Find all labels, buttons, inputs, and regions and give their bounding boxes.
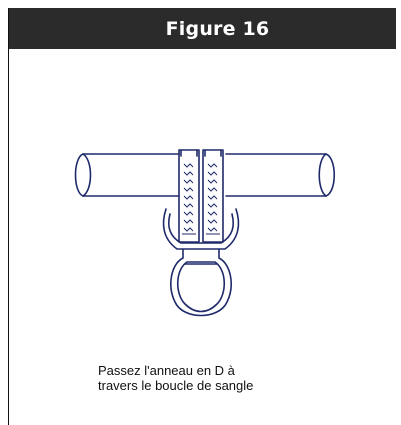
figure-title: Figure 16 <box>165 17 270 40</box>
figure-header: Figure 16 <box>9 8 396 49</box>
pipe-bar <box>74 153 336 197</box>
strap-d-ring-illustration <box>74 149 336 317</box>
figure-caption: Passez l'anneau en D à travers le boucle… <box>98 363 253 393</box>
strap-right <box>202 149 224 243</box>
d-ring <box>170 249 232 317</box>
buckle-body <box>162 208 240 250</box>
caption-line-1: Passez l'anneau en D à <box>98 363 235 378</box>
caption-line-2: travers le boucle de sangle <box>98 378 254 393</box>
strap-left <box>178 149 200 243</box>
figure-frame: Figure 16 <box>8 8 396 425</box>
